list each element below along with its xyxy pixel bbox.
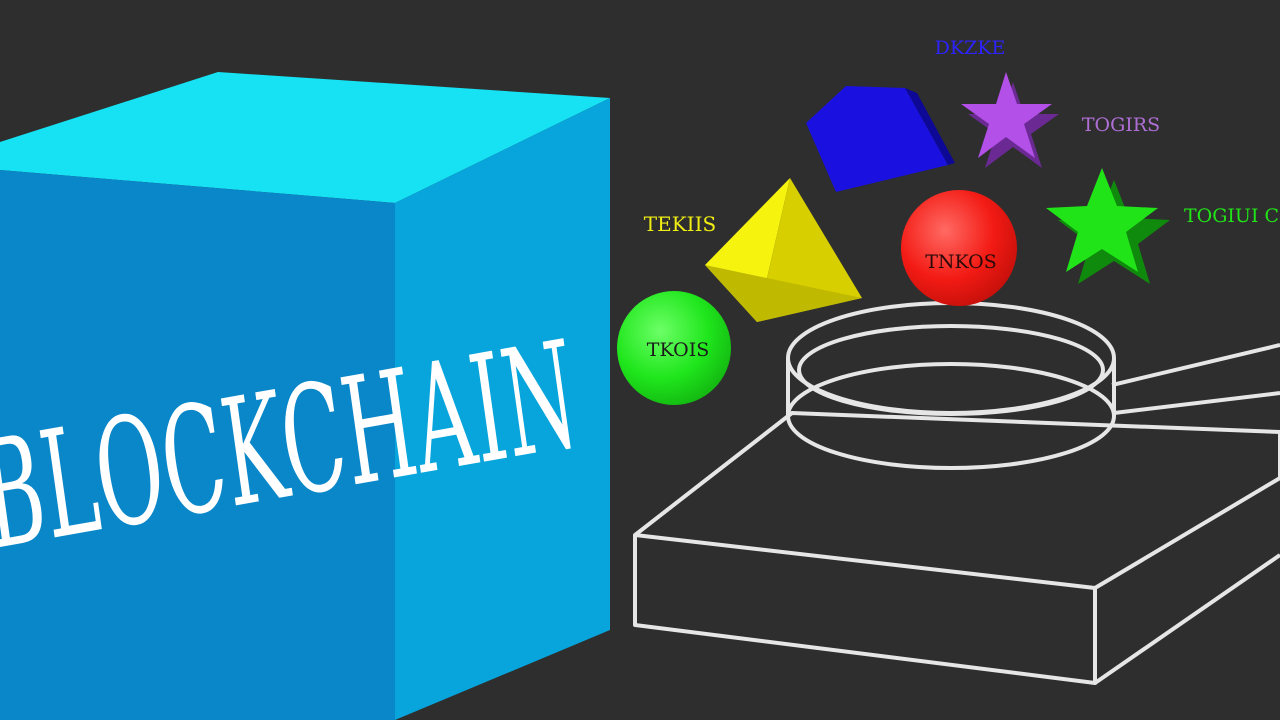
magnifier-lens bbox=[786, 301, 1280, 470]
cube-side-face bbox=[395, 98, 610, 720]
scanner-platform bbox=[633, 411, 1280, 685]
lens-inner bbox=[797, 324, 1105, 416]
token-green-star bbox=[1046, 168, 1170, 284]
token-red-sphere: TNKOS bbox=[901, 190, 1017, 306]
token-yellow-pyramid bbox=[705, 178, 862, 322]
cube-top-face bbox=[0, 72, 610, 203]
token-green-sphere-label: TKOIS bbox=[647, 339, 709, 361]
platform-front bbox=[633, 535, 1097, 685]
token-green-sphere: TKOIS bbox=[617, 291, 731, 405]
cube-front-face bbox=[0, 170, 395, 720]
token-green-star-label: TOGIUI CH bbox=[1184, 205, 1280, 227]
token-red-sphere-label: TNKOS bbox=[925, 251, 997, 273]
blockchain-cube: BLOCKCHAIN bbox=[0, 72, 610, 720]
token-purple-label: TOGIRS bbox=[1082, 114, 1160, 136]
lens-ring-top bbox=[786, 301, 1116, 415]
platform-top bbox=[633, 411, 1280, 590]
token-blue-pentagon bbox=[806, 86, 955, 192]
token-purple-star bbox=[961, 72, 1059, 168]
token-yellow-label: TEKIIS bbox=[644, 212, 716, 236]
platform-side bbox=[1093, 553, 1280, 685]
magnifier-handle bbox=[1111, 343, 1280, 415]
lens-ring-bottom bbox=[786, 362, 1116, 470]
lens-ring-sides bbox=[786, 358, 1116, 416]
token-blue-label: DKZKE bbox=[935, 37, 1006, 59]
